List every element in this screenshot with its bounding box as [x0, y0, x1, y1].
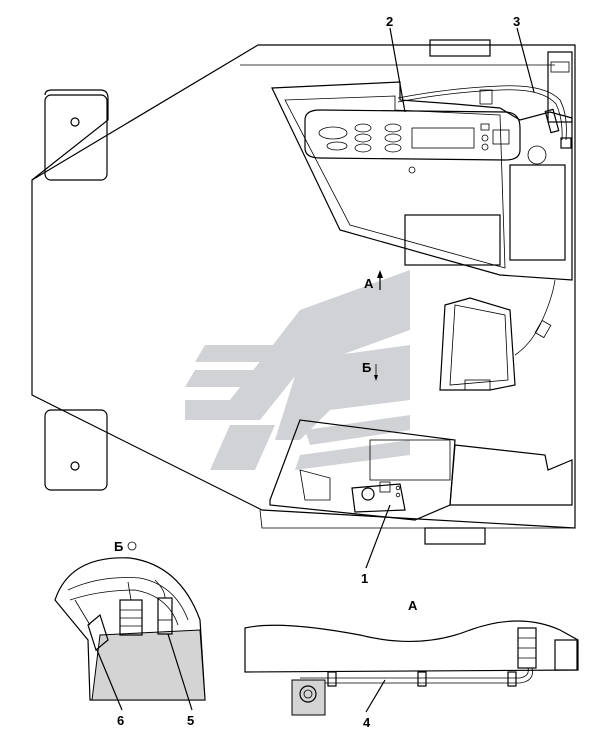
callout-5: 5 — [187, 713, 194, 728]
view-b-arrow-label: Б — [362, 360, 371, 375]
callout-1: 1 — [361, 571, 368, 586]
mounting-plate — [31, 39, 576, 545]
callout-3: 3 — [513, 14, 520, 29]
side-module — [439, 279, 556, 391]
harness-cable — [397, 85, 572, 149]
view-a-marker: А — [364, 270, 383, 291]
view-a-title: А — [408, 598, 418, 613]
callout-6: 6 — [117, 713, 124, 728]
callout-2: 2 — [386, 14, 393, 29]
view-a-arrow-label: А — [364, 276, 374, 291]
callout-4: 4 — [363, 715, 371, 730]
detail-view-a: А — [244, 598, 579, 716]
floor-area — [269, 419, 573, 521]
detail-view-b: Б — [54, 539, 206, 711]
view-b-marker: Б — [362, 360, 378, 381]
view-b-title: Б — [114, 539, 123, 554]
dashboard-panel — [271, 51, 573, 281]
